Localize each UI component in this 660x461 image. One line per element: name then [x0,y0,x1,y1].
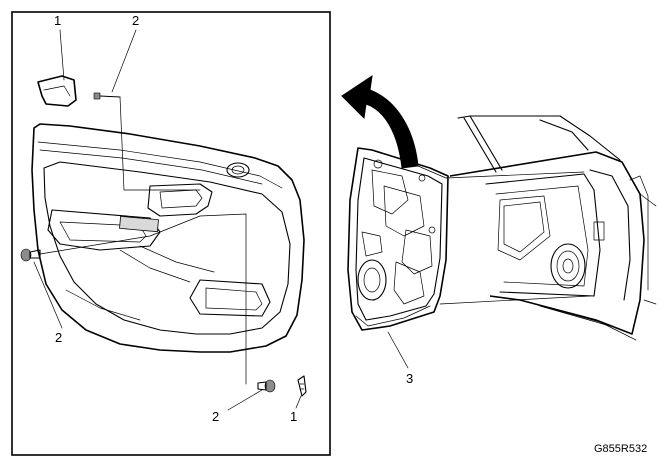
callout-2-left: 2 [55,330,62,345]
door-trim-panel [31,123,305,353]
figure-reference: G855R532 [594,443,647,455]
bezel-cover-part [37,75,77,107]
push-pin-left [20,248,41,262]
removed-trim-panel [347,147,449,331]
push-pin-bottom [257,379,276,393]
callout-2-bottom: 2 [212,409,219,424]
door-frame [449,115,657,341]
retainer-clip [297,375,307,397]
leader-3 [387,331,409,369]
leader-lines [33,29,302,411]
callout-1-bottom: 1 [290,409,297,424]
callout-3: 3 [406,371,413,386]
connecting-lines [417,165,591,305]
detail-frame [11,11,331,456]
callout-1-top: 1 [54,13,61,28]
callout-2-top: 2 [132,13,139,28]
screw-top [93,92,121,100]
curved-arrow-icon [341,74,419,169]
